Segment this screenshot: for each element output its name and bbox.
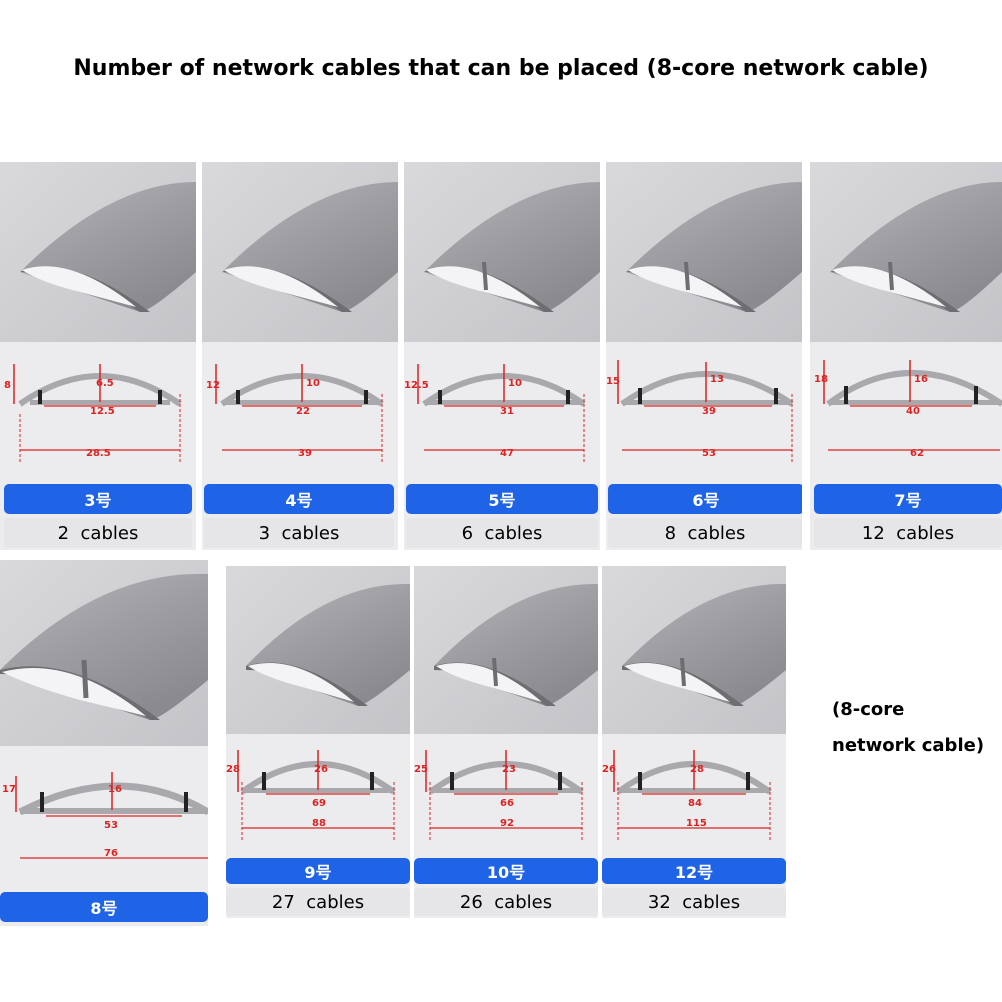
inner-height-label: 23 — [502, 764, 516, 775]
inner-width-label: 53 — [104, 820, 118, 831]
model-badge: 5号 — [406, 484, 598, 514]
height-label: 15 — [606, 376, 620, 387]
inner-height-label: 28 — [690, 764, 704, 775]
note-line-1: (8-core — [832, 699, 905, 720]
trunking-photo — [404, 162, 600, 342]
width-label: 39 — [298, 448, 312, 459]
model-badge: 4号 — [204, 484, 394, 514]
dimension-diagram: 15 13 39 53 — [606, 360, 794, 464]
trunking-card-7: 18 16 40 62 7号 12 cables — [810, 162, 1002, 550]
inner-width-label: 22 — [296, 406, 310, 417]
model-badge: 8号 — [0, 892, 208, 922]
cable-count: 26 cables — [414, 888, 598, 916]
trunking-photo — [0, 162, 196, 342]
trunking-card-10: 25 23 66 92 10号 26 cables — [414, 566, 598, 918]
trunking-card-4: 12 10 22 39 4号 3 cables — [202, 162, 398, 550]
page-title: Number of network cables that can be pla… — [73, 56, 929, 81]
inner-width-label: 12.5 — [90, 406, 115, 417]
cable-count: 32 cables — [602, 888, 786, 916]
model-badge: 12号 — [602, 858, 786, 884]
model-badge: 7号 — [814, 484, 1002, 514]
trunking-photo — [202, 162, 398, 342]
inner-height-label: 10 — [508, 378, 522, 389]
inner-width-label: 84 — [688, 798, 702, 809]
inner-height-label: 26 — [314, 764, 328, 775]
trunking-photo — [226, 566, 410, 734]
dimension-diagram: 8 6.5 12.5 28.5 — [4, 364, 182, 464]
trunking-card-8: 17 16 53 76 8号 — [0, 560, 208, 926]
inner-width-label: 39 — [702, 406, 716, 417]
height-label: 12.5 — [404, 380, 429, 391]
model-badge: 3号 — [4, 484, 192, 514]
trunking-photo — [414, 566, 598, 734]
dimension-diagram: 12.5 10 31 47 — [404, 364, 586, 464]
inner-width-label: 66 — [500, 798, 514, 809]
width-label: 47 — [500, 448, 514, 459]
inner-height-label: 16 — [914, 374, 928, 385]
trunking-photo — [602, 566, 786, 734]
model-badge: 6号 — [608, 484, 802, 514]
width-label: 76 — [104, 848, 118, 859]
height-label: 8 — [4, 380, 11, 391]
cable-count: 12 cables — [814, 518, 1002, 548]
cable-type-note: (8-core network cable) — [832, 692, 1002, 764]
cable-count: 6 cables — [406, 518, 598, 548]
width-label: 115 — [686, 818, 707, 829]
dimension-diagram: 25 23 66 92 — [414, 750, 584, 842]
model-badge: 10号 — [414, 858, 598, 884]
trunking-photo — [810, 162, 1002, 342]
height-label: 25 — [414, 764, 428, 775]
model-badge: 9号 — [226, 858, 410, 884]
trunking-card-5: 12.5 10 31 47 5号 6 cables — [404, 162, 600, 550]
trunking-photo — [606, 162, 802, 342]
width-label: 28.5 — [86, 448, 111, 459]
cable-count: 3 cables — [204, 518, 394, 548]
dimension-diagram: 26 28 84 115 — [602, 750, 772, 842]
cable-count: 8 cables — [608, 518, 802, 548]
trunking-photo — [0, 560, 208, 746]
height-label: 12 — [206, 380, 220, 391]
inner-height-label: 6.5 — [96, 378, 114, 389]
width-label: 53 — [702, 448, 716, 459]
inner-height-label: 10 — [306, 378, 320, 389]
inner-width-label: 40 — [906, 406, 920, 417]
height-label: 17 — [2, 784, 16, 795]
height-label: 28 — [226, 764, 240, 775]
dimension-diagram: 18 16 40 62 — [814, 360, 1002, 459]
dimension-diagram: 12 10 22 39 — [206, 364, 384, 464]
cable-count: 2 cables — [4, 518, 192, 548]
inner-height-label: 13 — [710, 374, 724, 385]
trunking-card-12: 26 28 84 115 12号 32 cables — [602, 566, 786, 918]
inner-height-label: 16 — [108, 784, 122, 795]
width-label: 62 — [910, 448, 924, 459]
dimension-diagram: 17 16 53 76 — [2, 772, 208, 859]
width-label: 92 — [500, 818, 514, 829]
height-label: 26 — [602, 764, 616, 775]
note-line-2: network cable) — [832, 735, 985, 756]
inner-width-label: 69 — [312, 798, 326, 809]
width-label: 88 — [312, 818, 326, 829]
trunking-card-3: 8 6.5 12.5 28.5 3号 2 cables — [0, 162, 196, 550]
trunking-card-6: 15 13 39 53 6号 8 cables — [606, 162, 802, 550]
cable-count: 27 cables — [226, 888, 410, 916]
dimension-diagram: 28 26 69 88 — [226, 750, 396, 842]
inner-width-label: 31 — [500, 406, 514, 417]
trunking-card-9: 28 26 69 88 9号 27 cables — [226, 566, 410, 918]
height-label: 18 — [814, 374, 828, 385]
